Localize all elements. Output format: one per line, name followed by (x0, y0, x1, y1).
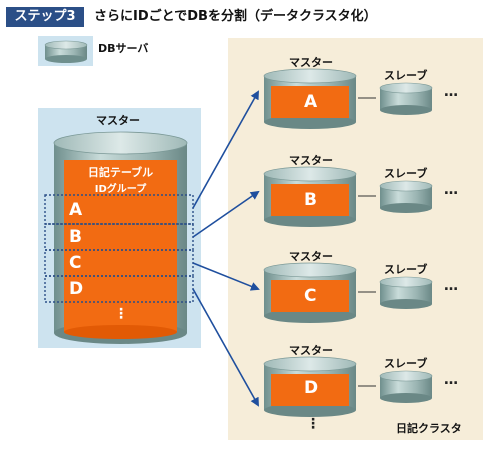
node-d-more: … (444, 372, 458, 388)
node-b-slave-db-icon (379, 180, 433, 213)
node-b-letter: B (304, 190, 317, 210)
distribution-arrows (192, 90, 260, 407)
node-c-table-block (271, 280, 349, 312)
cluster-label: 日記クラスタ (396, 422, 462, 435)
group-c-label: C (69, 253, 82, 273)
node-d-group (263, 356, 433, 417)
node-c-master-label: マスター (289, 250, 333, 263)
node-b-master-db-icon (263, 166, 357, 227)
node-c-group (263, 262, 433, 323)
node-b-master-label: マスター (289, 154, 333, 167)
node-a-slave-db-icon (379, 82, 433, 115)
legend-db-icon (44, 40, 88, 63)
arrow-to-c (192, 262, 260, 291)
cluster-more-indicator: ⋮ (306, 416, 320, 432)
node-b-table-block (271, 184, 349, 216)
node-a-master-db-icon (263, 68, 357, 129)
source-db-icon (53, 131, 188, 344)
node-a-slave-label: スレーブ (384, 69, 428, 82)
group-label: IDグループ (94, 184, 147, 195)
node-d-master-db-icon (263, 356, 357, 417)
group-d-label: D (69, 279, 84, 299)
source-table-block (64, 160, 177, 332)
node-b-slave-label: スレーブ (384, 167, 428, 180)
node-c-letter: C (304, 286, 317, 306)
step-badge: ステップ3 (6, 7, 84, 27)
node-b-more: … (444, 182, 458, 198)
group-a-label: A (69, 200, 83, 220)
node-d-slave-db-icon (379, 370, 433, 403)
page-title: さらにIDごとでDBを分割（データクラスタ化） (94, 9, 377, 24)
node-d-table-block (271, 374, 349, 406)
node-c-slave-db-icon (379, 276, 433, 309)
arrow-to-d (192, 288, 259, 407)
node-c-slave-label: スレーブ (384, 263, 428, 276)
source-master-label: マスター (96, 114, 140, 127)
group-b-label: B (69, 227, 82, 247)
node-c-master-db-icon (263, 262, 357, 323)
node-a-table-block (271, 86, 349, 118)
table-label: 日記テーブル (87, 166, 154, 179)
node-c-more: … (444, 278, 458, 294)
node-d-letter: D (304, 378, 319, 398)
node-d-slave-label: スレーブ (384, 357, 428, 370)
arrow-to-b (192, 190, 260, 238)
source-more-indicator: ⋮ (114, 306, 128, 322)
node-a-master-label: マスター (289, 56, 333, 69)
node-a-more: … (444, 84, 458, 100)
node-b-group (263, 166, 433, 227)
node-a-group (263, 68, 433, 129)
node-a-letter: A (304, 92, 318, 112)
legend-label: DBサーバ (98, 42, 149, 55)
node-d-master-label: マスター (289, 344, 333, 357)
arrow-to-a (192, 90, 259, 209)
